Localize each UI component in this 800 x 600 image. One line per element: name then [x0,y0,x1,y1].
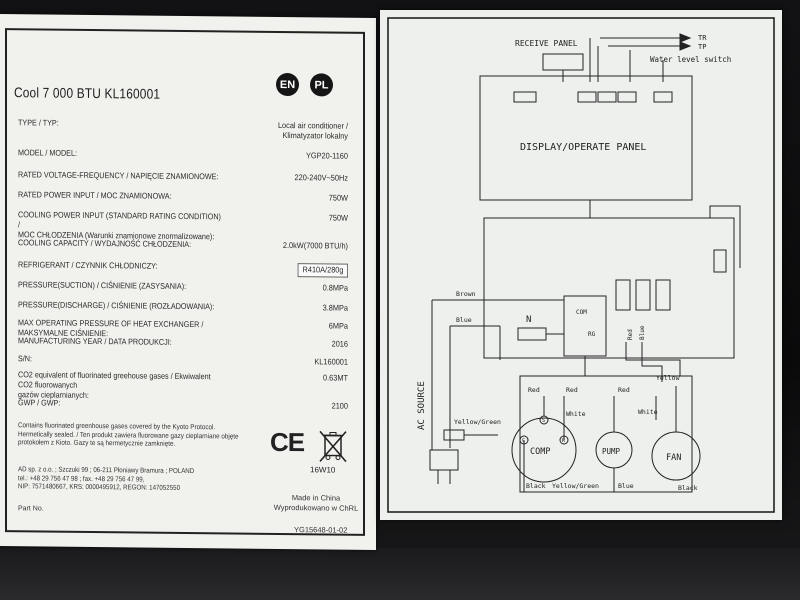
receive-panel-label: RECEIVE PANEL [515,39,578,48]
diagram-frame [387,17,775,513]
spec-value: YGP20-1160 [305,151,348,161]
spec-label: RATED POWER INPUT / MOC ZNAMIONOWA: [18,190,172,201]
blue-wire-label-2: Blue [618,482,634,490]
water-level-switch-label: Water level switch [650,55,731,64]
power-plug [429,449,459,484]
display-panel-label: DISPLAY/OPERATE PANEL [520,142,646,153]
compressor-label: COMP [530,447,550,457]
product-title: Cool 7 000 BTU KL160001 [14,84,161,102]
spec-value: 6MPa [328,321,348,331]
lang-en-badge: EN [276,72,299,97]
neutral-label: N [526,315,531,325]
tp-label: TP [698,43,706,51]
tr-label: TR [698,34,707,42]
spec-value: 3.8MPa [322,303,348,313]
comp-terminal-c: C [522,438,525,444]
spec-value: R410A/280g [222,262,348,278]
weee-code: 16W10 [310,465,336,475]
red-wire-label-3: Red [618,386,630,394]
lang-pl-badge: PL [310,73,333,97]
part-number-label: Part No. [18,505,44,513]
panel-leads [562,50,664,82]
comp-terminal-s: S [542,418,545,424]
com-label: COM [576,309,587,316]
spec-label: PRESSURE(DISCHARGE) / CIŚNIENIE (ROZŁADO… [18,300,215,312]
sensor-leads [589,37,680,82]
spec-label: RATED VOLTAGE-FREQUENCY / NAPIĘCIE ZNAMI… [18,170,219,182]
country-of-origin: Made in China Wyprodukowano w ChRL [273,493,359,513]
kyoto-notice: Contains fluorinated greenhouse gases co… [18,422,239,448]
brown-wire-label: Brown [456,290,476,298]
spec-value: 2100 [331,401,348,411]
sensor-probes [679,33,692,51]
black-wire-label-2: Black [678,484,698,492]
relay-box [563,295,607,357]
yellow-wire-label: Yellow [656,374,680,382]
spec-label: GWP / GWP: [18,398,61,408]
display-connector-1 [513,91,537,103]
red-lead-label: Red [627,329,634,340]
spec-value: 750W [328,193,348,203]
blue-lead-label: Blue [639,325,646,340]
wiring-diagram-label: RECEIVE PANEL TR TP Water level switch D… [380,10,782,520]
white-wire-label-2: White [638,408,658,416]
spec-value: 0.8MPa [322,283,348,293]
spec-label: TYPE / TYP: [18,118,59,128]
spec-value: Local air conditioner / Klimatyzator lok… [277,120,348,141]
manufacturer-address: AD sp. z o.o. ; Szczuki 99 ; 06-211 Płon… [18,466,195,492]
brown-wire [431,299,564,450]
yellow-green-label-2: Yellow/Green [552,482,599,490]
compressor-motor [511,417,577,483]
yellow-green-ground-label: Yellow/Green [454,418,501,426]
blue-wire [449,325,501,448]
comp-terminal-r: R [562,438,566,444]
spec-value: 0.63MT [323,373,348,383]
spec-value: 220-240V~50Hz [294,173,348,183]
fan-label: FAN [666,453,681,463]
red-wire-label-2: Red [566,386,578,394]
white-wire-label-1: White [566,410,586,418]
refrigerant-value-box: R410A/280g [298,263,348,278]
black-wire-label-1: Black [526,482,546,490]
document-id: YG15648-01-02 [294,525,348,535]
receive-panel-box [542,53,584,71]
ac-source-label: AC SOURCE [417,381,427,430]
main-control-board [483,217,735,359]
display-panel-box [479,75,693,201]
red-wire-label-1: Red [528,386,540,394]
wiring-diagram: RECEIVE PANEL TR TP Water level switch D… [387,17,775,513]
ce-mark: CE [270,426,305,458]
spec-table: TYPE / TYP: Local air conditioner / Klima… [0,14,376,411]
spec-value: 2.0kW(7000 BTU/h) [282,240,348,251]
spec-label: MANUFACTURING YEAR / DATA PRODUKCJI: [18,336,172,347]
blue-wire-label: Blue [456,316,472,324]
spec-label: MODEL / MODEL: [18,148,77,158]
rg-label: RG [588,331,596,338]
spec-label: PRESSURE(SUCTION) / CIŚNIENIE (ZASYSANIA… [18,280,187,291]
spec-value: 2016 [331,339,348,349]
background-surface [0,548,800,600]
component-group [519,375,693,493]
spec-value: 750W [328,213,348,223]
spec-label: REFRIGERANT / CZYNNIK CHŁODNICZY: [18,260,158,271]
spec-value: KL160001 [314,357,348,367]
spec-label: S/N: [18,354,33,364]
weee-bin-icon [319,430,347,463]
spec-label: COOLING CAPACITY / WYDAJNOŚĆ CHŁODZENIA: [18,238,192,250]
pump-label: PUMP [602,447,621,456]
rating-label: Cool 7 000 BTU KL160001 EN PL TYPE / TYP… [0,14,376,550]
